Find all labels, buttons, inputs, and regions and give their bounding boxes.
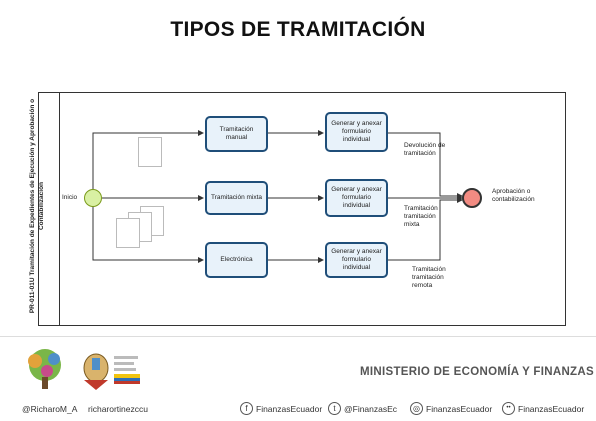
pool-header xyxy=(38,92,60,326)
task-generar-formulario: Generar y anexar formulario individual xyxy=(325,179,388,217)
start-label: Inicio xyxy=(62,194,78,201)
task-electronica: Electrónica xyxy=(205,242,268,278)
task-tramitacion-manual: Tramitación manual xyxy=(205,116,268,152)
task-tramitacion-mixta: Tramitación mixta xyxy=(205,181,268,215)
bpmn-pool xyxy=(38,92,566,326)
twitter-icon[interactable]: t xyxy=(328,402,341,415)
flickr-icon[interactable]: •• xyxy=(502,402,515,415)
document-icon xyxy=(138,137,162,167)
coat-of-arms-icon xyxy=(83,353,109,390)
ministry-name: MINISTERIO DE ECONOMÍA Y FINANZAS xyxy=(360,366,594,378)
flow-t6-end xyxy=(388,197,463,261)
flow-start-electronic xyxy=(92,206,204,263)
end-event xyxy=(462,188,482,208)
footer-divider xyxy=(0,336,596,337)
page-title: TIPOS DE TRAMITACIÓN xyxy=(170,18,426,41)
website-handle[interactable]: richarortinezccu xyxy=(88,404,148,414)
social-flickr-label[interactable]: FinanzasEcuador xyxy=(518,404,585,414)
start-event xyxy=(84,189,102,207)
instagram-icon[interactable]: ◎ xyxy=(410,402,423,415)
government-logo-icon xyxy=(114,356,140,384)
social-facebook-label[interactable]: FinanzasEcuador xyxy=(256,404,323,414)
note-devolucion: Devolución de tramitación xyxy=(404,142,446,157)
social-instagram-label[interactable]: FinanzasEcuador xyxy=(426,404,493,414)
tree-logo-icon xyxy=(28,349,61,389)
task-generar-formulario: Generar y anexar formulario individual xyxy=(325,112,388,152)
flow-t4-end xyxy=(388,132,463,199)
end-label: Aprobación o contabilización xyxy=(492,188,535,203)
task-generar-formulario: Generar y anexar formulario individual xyxy=(325,242,388,278)
facebook-icon[interactable]: f xyxy=(240,402,253,415)
social-twitter-label[interactable]: @FinanzasEc xyxy=(344,404,398,414)
document-icon xyxy=(116,218,140,248)
flow-start-manual xyxy=(92,130,204,190)
twitter-handle[interactable]: @RicharoM_A xyxy=(22,404,78,414)
note-tramitacion-mixta: Tramitación tramitación mixta xyxy=(404,205,438,228)
note-tramitacion-remota: Tramitación tramitación remota xyxy=(412,266,446,289)
